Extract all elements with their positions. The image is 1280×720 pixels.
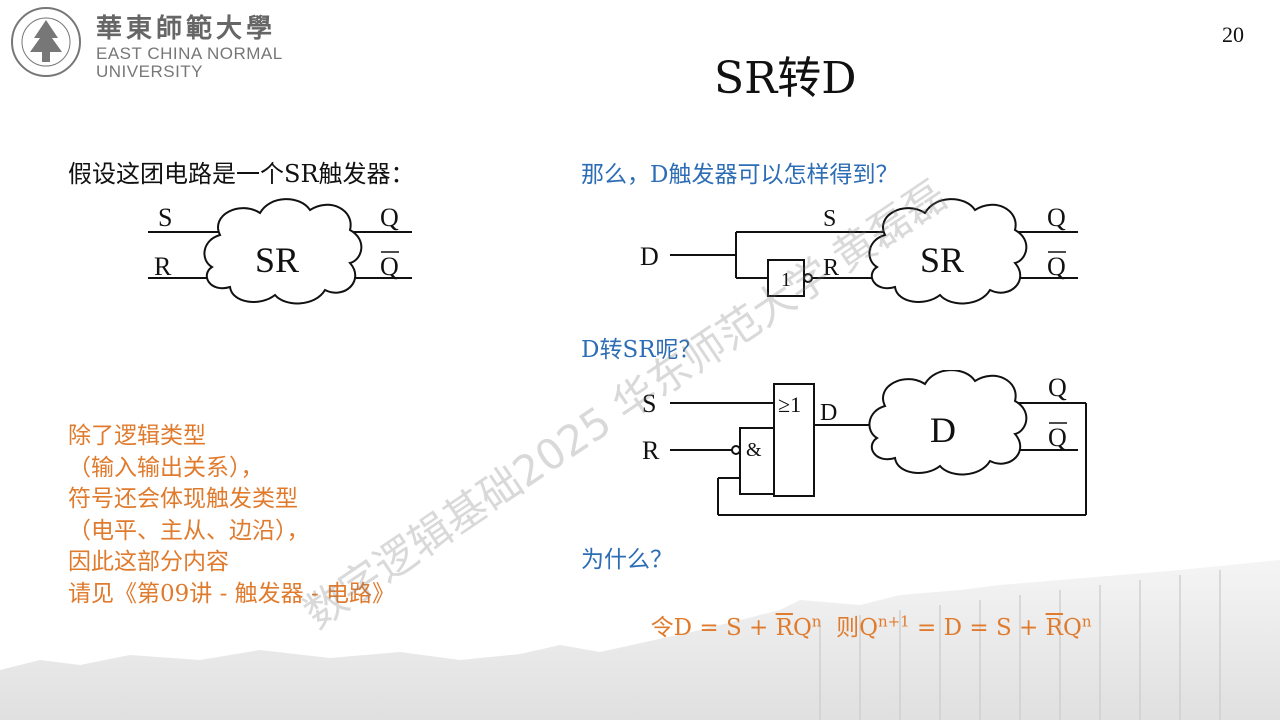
formula-sup-n2: n [1081, 612, 1092, 631]
label-s: S [158, 203, 172, 232]
note-line: 请见《第09讲 - 触发器 - 电路》 [68, 580, 396, 607]
or-gate [773, 383, 815, 497]
formula-q2: Q [1062, 615, 1082, 641]
label-sr: SR [255, 240, 299, 280]
formula-sup-n1: n+1 [877, 612, 910, 631]
label-d-center: D [930, 410, 956, 450]
logo-english-line2: UNIVERSITY [96, 62, 204, 81]
formula-eq: = D = S + [909, 615, 1046, 641]
label-d: D [640, 242, 659, 271]
note-line: 除了逻辑类型 [68, 423, 206, 449]
label-sr: SR [920, 240, 964, 280]
formula-mid: 则Q [821, 615, 878, 641]
formula-sup-n: n [811, 612, 822, 631]
sr-from-d-diagram: S R ≥1 & D D Q Q [642, 370, 1087, 516]
note-line: 因此这部分内容 [68, 549, 229, 575]
not-gate [767, 259, 805, 297]
label-qbar: Q [1047, 252, 1066, 281]
note-line: 符号还会体现触发类型 [68, 486, 298, 512]
label-and: & [746, 439, 762, 461]
cloud-shape [868, 198, 1028, 305]
university-logo: 華東師範大學 EAST CHINA NORMAL UNIVERSITY [10, 6, 300, 81]
label-or: ≥1 [778, 392, 801, 417]
label-s: S [642, 389, 656, 418]
formula-prefix: 令D = S + [650, 615, 776, 641]
label-r: R [642, 436, 660, 465]
note-line: （电平、主从、边沿）， [68, 517, 310, 544]
left-intro-text: 假设这团电路是一个SR触发器： [68, 160, 415, 188]
label-qbar: Q [380, 252, 399, 281]
slide-title: SR转D [714, 53, 857, 104]
page-number: 20 [1222, 22, 1244, 47]
label-q: Q [1048, 373, 1067, 402]
label-qbar: Q [1048, 423, 1067, 452]
label-s: S [823, 206, 836, 232]
formula-rbar2: R [1045, 615, 1063, 641]
question-why: 为什么？ [581, 547, 673, 573]
label-q: Q [380, 203, 399, 232]
left-note: 除了逻辑类型 （输入输出关系）， 符号还会体现触发类型 （电平、主从、边沿）， … [68, 421, 395, 610]
logo-chinese-name: 華東師範大學 [96, 14, 277, 44]
note-line: （输入输出关系）， [68, 454, 264, 481]
logo-english-line1: EAST CHINA NORMAL [96, 44, 283, 63]
cloud-shape [868, 370, 1028, 476]
d-from-sr-diagram: D S R 1 SR Q Q [640, 198, 1078, 305]
question-sr-from-d: D转SR呢？ [581, 337, 702, 363]
formula-rbar: R [775, 615, 793, 641]
label-r: R [154, 252, 172, 281]
label-q: Q [1047, 203, 1066, 232]
question-d-from-sr: 那么，D触发器可以怎样得到？ [581, 162, 899, 188]
university-seal-icon [11, 7, 81, 77]
label-d-input: D [820, 400, 837, 426]
sr-flipflop-diagram: S R SR Q Q [148, 198, 412, 305]
background-building [0, 560, 1280, 720]
label-r: R [823, 255, 839, 281]
label-not-1: 1 [781, 269, 791, 291]
formula: 令D = S + RQn 则Qn+1 = D = S + RQn [636, 582, 1092, 642]
cloud-shape [203, 198, 363, 305]
formula-q: Q [792, 615, 812, 641]
